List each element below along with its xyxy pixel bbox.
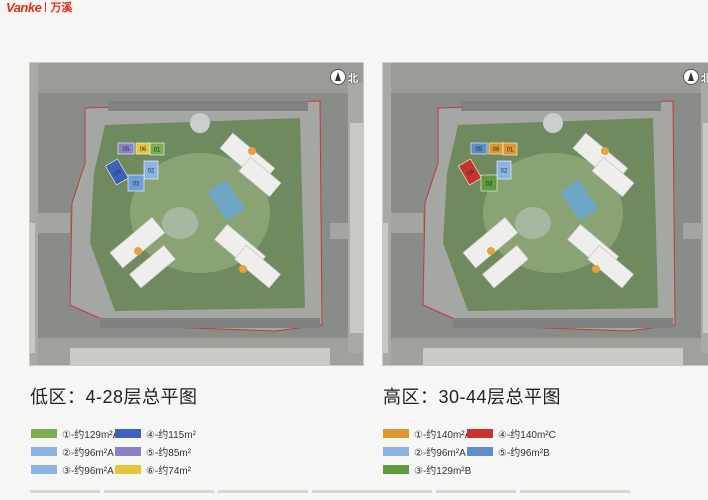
building-02: 02 [496,160,512,180]
building-block [143,160,159,180]
legend-label: ⑥-约74m² [146,465,192,477]
high-zone-title: 高区：30-44层总平图 [383,387,562,407]
north-indicator: 北 [683,69,708,85]
building-01: 01 [502,142,518,156]
legend-swatch [115,446,141,456]
footnote-text-fragment [30,490,100,493]
building-number: 03 [486,182,493,188]
legend-swatch [115,428,141,438]
legend-swatch [31,464,57,474]
building-block [480,174,498,192]
north-label: 北 [348,73,358,85]
building-06: 06 [488,142,504,155]
brand-header: Vanke 万溪 [6,0,73,15]
highlight-buildings-high: 05 06 04 02 03 01 [458,142,518,192]
legend-label: ②-约96m²A [414,447,466,459]
footnote-text-fragment [312,490,432,493]
building-02: 02 [143,160,159,180]
site-plan-low-zone: 05 06 04 02 03 01 北 [29,62,364,366]
building-05: 05 [117,142,135,155]
building-06: 06 [135,142,151,155]
legend-label: ④-约140m²C [498,429,556,441]
north-indicator: 北 [330,69,358,85]
legend-swatch [467,446,493,456]
north-arrow-icon [330,69,346,85]
building-number: 06 [140,147,147,153]
high-zone-legend: ①-约140m²A ④-约140m²C ②-约96m²A ⑤-约96m²B ③-约129… [383,427,693,477]
footnote-text-fragment [436,490,516,493]
building-block [496,160,512,180]
highlight-buildings-low: 05 06 04 02 03 01 [105,142,165,192]
site-plan-drawing: 05 06 04 02 03 01 [383,63,708,365]
site-plan-drawing: 05 06 04 02 03 01 [30,63,363,365]
building-block [117,142,135,155]
building-number: 05 [123,147,130,153]
disclaimer-footnote [30,489,690,495]
building-number: 01 [154,148,161,154]
low-zone-title: 低区：4-28层总平图 [30,387,198,407]
legend-label: ④-约115m² [146,429,196,441]
building-number: 05 [476,147,483,153]
building-number: 01 [507,148,514,154]
legend-item: ②-约96m²A [383,445,466,459]
legend-label: ②-约96m²A [62,447,114,459]
building-block [105,158,129,186]
low-zone-legend: ①-约129m²A ④-约115m² ②-约96m²A ⑤-约85m² ③-约96m²A… [31,427,341,477]
building-number: 04 [466,169,475,178]
legend-item: ⑤-约96m²B [467,445,550,459]
legend-label: ⑤-约85m² [146,447,192,459]
north-arrow-icon [683,69,699,85]
brand-name: 万溪 [50,2,73,14]
legend-item: ①-约129m²A [31,427,120,441]
building-number: 06 [493,147,500,153]
legend-swatch [31,446,57,456]
footnote-text-fragment [218,490,308,493]
legend-swatch [383,446,409,456]
building-04: 04 [105,158,129,186]
building-01: 01 [149,142,165,156]
legend-swatch [383,428,409,438]
legend-item: ②-约96m²A [31,445,114,459]
building-05: 05 [470,142,488,155]
legend-item: ③-约96m²A [31,463,114,477]
building-block [458,158,482,186]
footnote-text-fragment [520,490,630,493]
legend-label: ①-约129m²A [62,429,120,441]
building-block [149,142,165,156]
site-plan-high-zone: 05 06 04 02 03 01 北 [382,62,708,366]
legend-swatch [31,428,57,438]
legend-label: ⑤-约96m²B [498,447,550,459]
legend-label: ③-约96m²A [62,465,114,477]
legend-item: ④-约115m² [115,427,196,441]
legend-swatch [467,428,493,438]
legend-label: ③-约129m²B [414,465,472,477]
building-number: 03 [133,182,140,188]
building-number: 02 [501,169,508,175]
legend-item: ④-约140m²C [467,427,556,441]
building-block [470,142,488,155]
building-03: 03 [480,174,498,192]
building-04: 04 [458,158,482,186]
legend-swatch [115,464,141,474]
legend-label: ①-约140m²A [414,429,472,441]
brand-logo: Vanke [6,0,42,15]
footnote-text-fragment [104,490,214,493]
brand-divider [45,2,47,12]
building-number: 04 [113,169,122,178]
north-label: 北 [701,70,708,85]
legend-item: ①-约140m²A [383,427,472,441]
building-03: 03 [127,174,145,192]
building-block [502,142,518,156]
legend-item: ③-约129m²B [383,463,472,477]
building-number: 02 [148,169,155,175]
legend-item: ⑥-约74m² [115,463,192,477]
legend-swatch [383,464,409,474]
legend-item: ⑤-约85m² [115,445,192,459]
building-block [127,174,145,192]
